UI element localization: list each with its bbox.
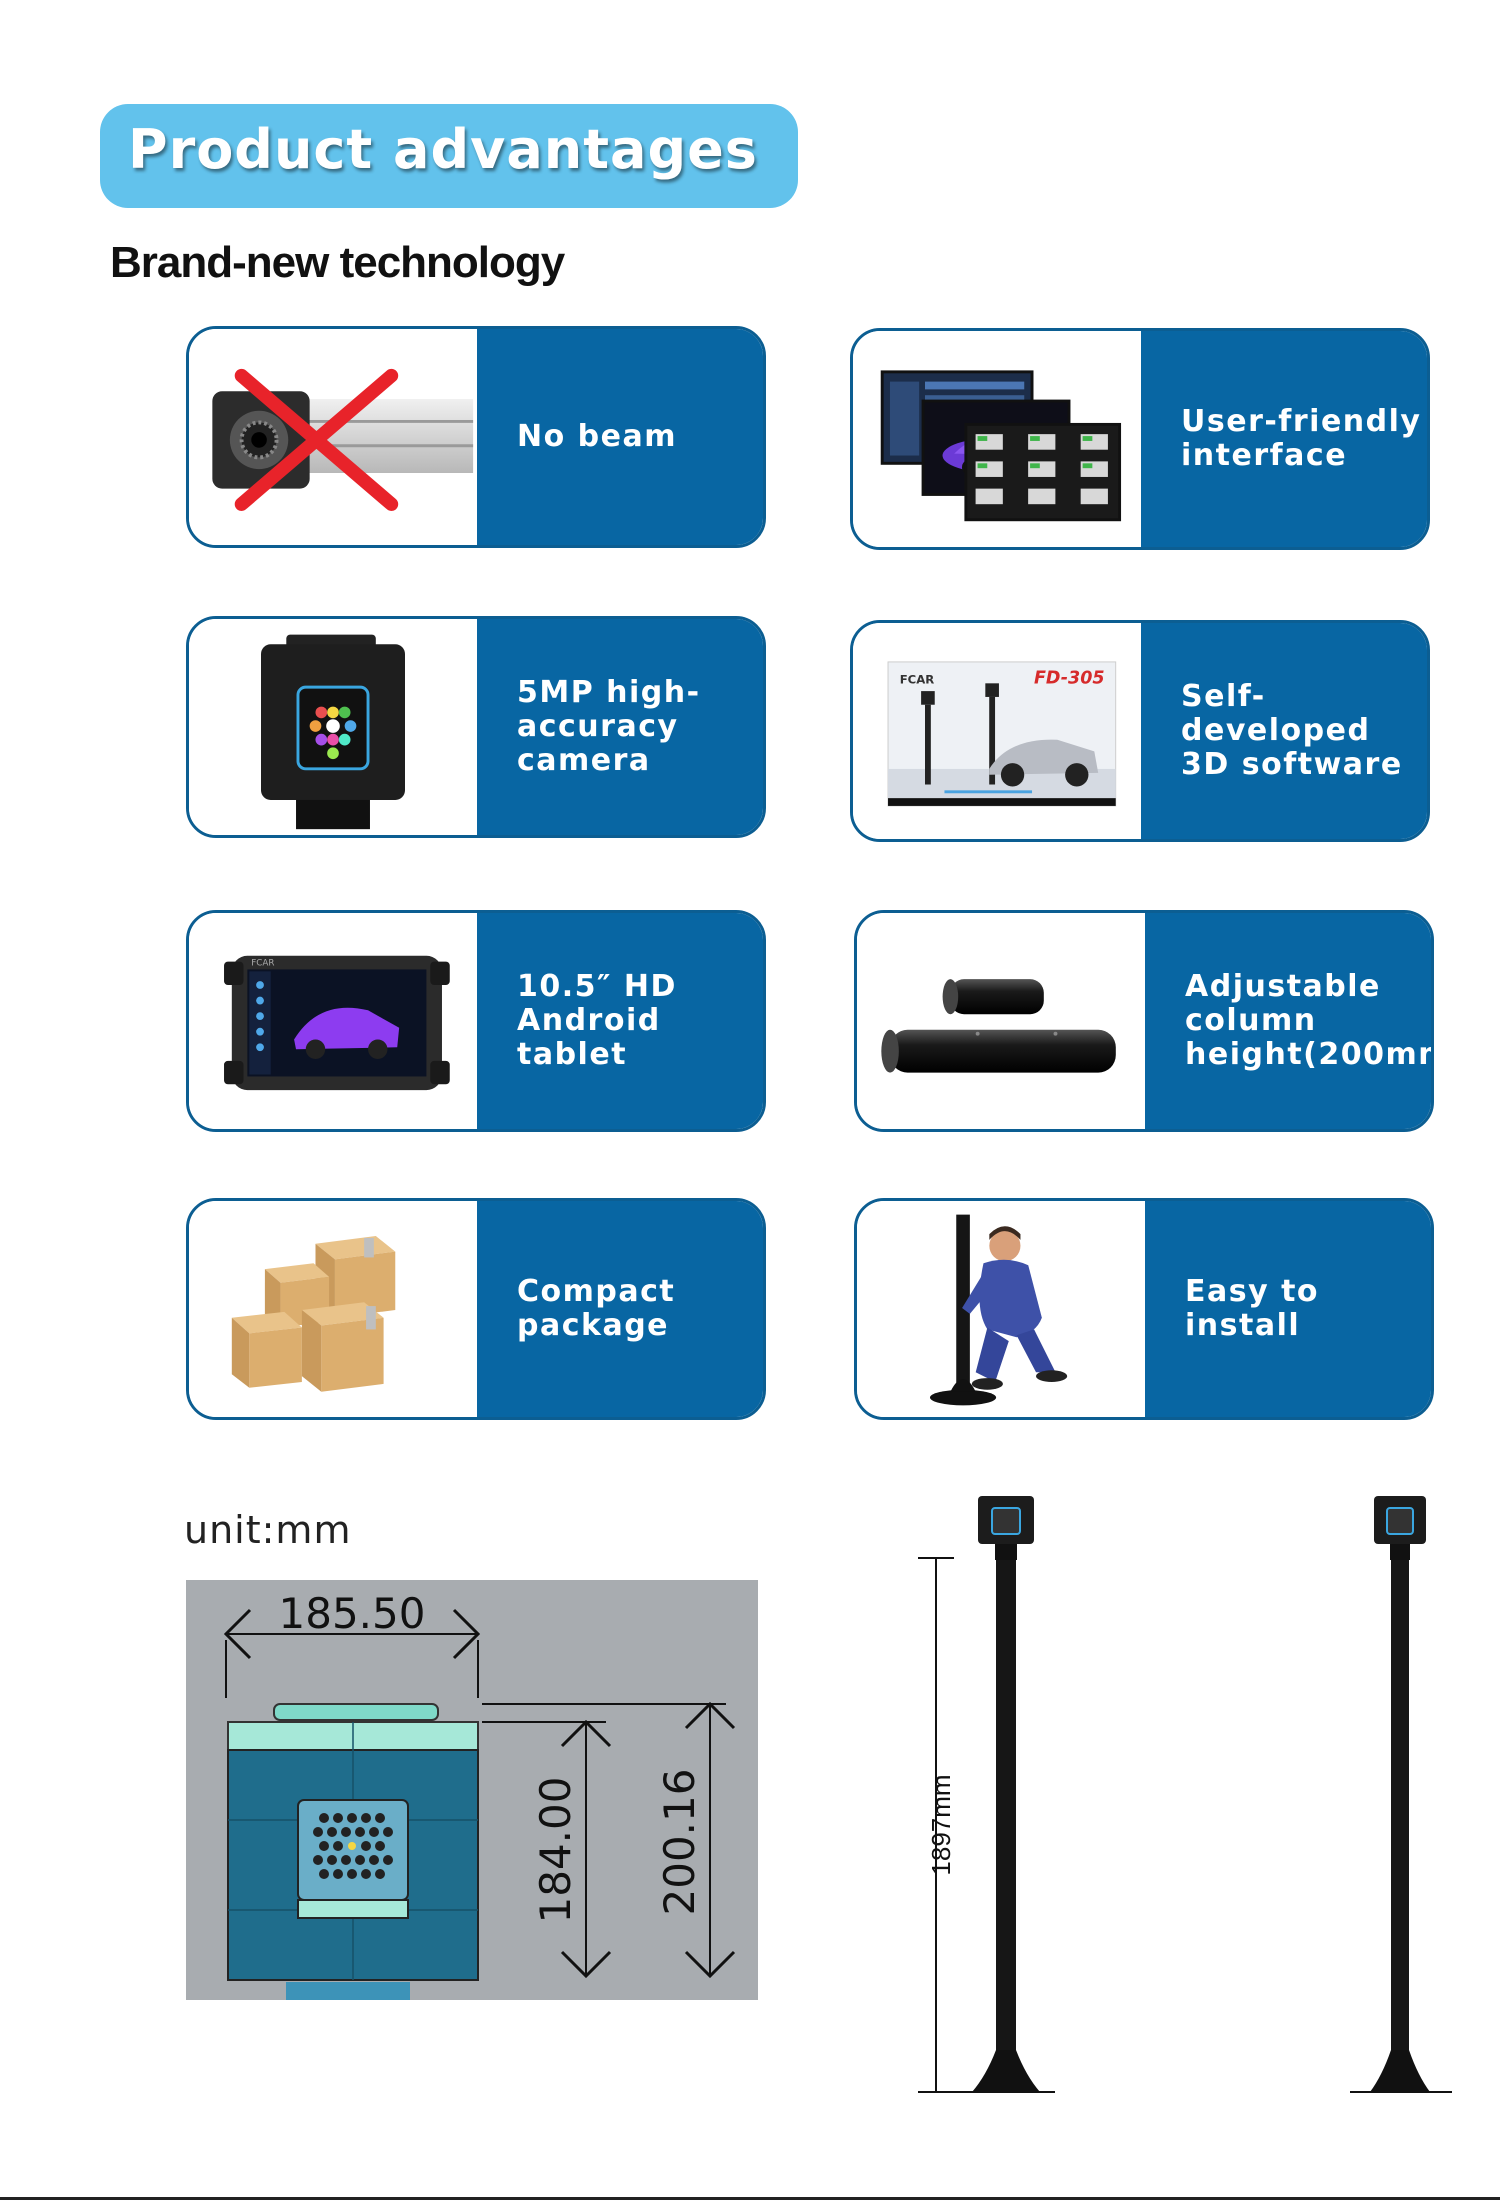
feature-label: User-friendly interface <box>1181 404 1422 473</box>
screen-product: FD-305 <box>1034 668 1105 688</box>
feature-card-package: Compact package <box>186 1198 766 1420</box>
column-left <box>952 1496 1055 2093</box>
software-screens-icon <box>853 331 1141 547</box>
feature-label: 10.5″ HD Android tablet <box>517 969 677 1072</box>
camera-dimension-drawing: 185.50 184.00 200.16 <box>186 1580 758 2000</box>
feature-card-install: Easy to install <box>854 1198 1434 1420</box>
feature-card-3d-software: FCAR FD-305 Self-developed 3D software <box>850 620 1430 842</box>
width-dimension: 185.50 <box>279 1589 426 1638</box>
no-beam-icon <box>189 329 477 545</box>
3d-software-icon: FCAR FD-305 <box>853 623 1141 839</box>
feature-label: Self-developed 3D software <box>1181 679 1403 782</box>
column-height-drawing: 1897mm <box>900 1480 1460 2100</box>
banner-title: Product advantages <box>128 118 758 181</box>
section-subtitle: Brand-new technology <box>110 238 565 287</box>
column-height-label: 1897mm <box>926 1774 956 1875</box>
bottom-rule <box>0 2197 1500 2200</box>
inner-height-dimension: 184.00 <box>531 1777 580 1924</box>
tablet-logo: FCAR <box>251 959 274 969</box>
feature-label: Compact package <box>517 1274 676 1343</box>
boxes-icon <box>189 1201 477 1417</box>
feature-card-interface: User-friendly interface <box>850 328 1430 550</box>
feature-label: Adjustable column height(200mm) <box>1185 969 1431 1072</box>
tablet-icon: FCAR <box>189 913 477 1129</box>
feature-card-no-beam: No beam <box>186 326 766 548</box>
section-banner: Product advantages <box>100 104 798 208</box>
unit-label: unit:mm <box>184 1508 352 1552</box>
feature-card-camera: 5MP high- accuracy camera <box>186 616 766 838</box>
feature-label: Easy to install <box>1185 1274 1320 1343</box>
feature-label: 5MP high- accuracy camera <box>517 675 701 778</box>
camera-head-icon <box>189 619 477 835</box>
feature-label: No beam <box>517 419 677 454</box>
installer-icon <box>857 1201 1145 1417</box>
feature-card-tablet: FCAR 10.5″ HD Android tablet <box>186 910 766 1132</box>
feature-card-column: Adjustable column height(200mm) <box>854 910 1434 1132</box>
column-tubes-icon <box>857 913 1145 1129</box>
screen-logo: FCAR <box>900 672 935 686</box>
outer-height-dimension: 200.16 <box>655 1769 704 1916</box>
column-right <box>1350 1496 1452 2093</box>
